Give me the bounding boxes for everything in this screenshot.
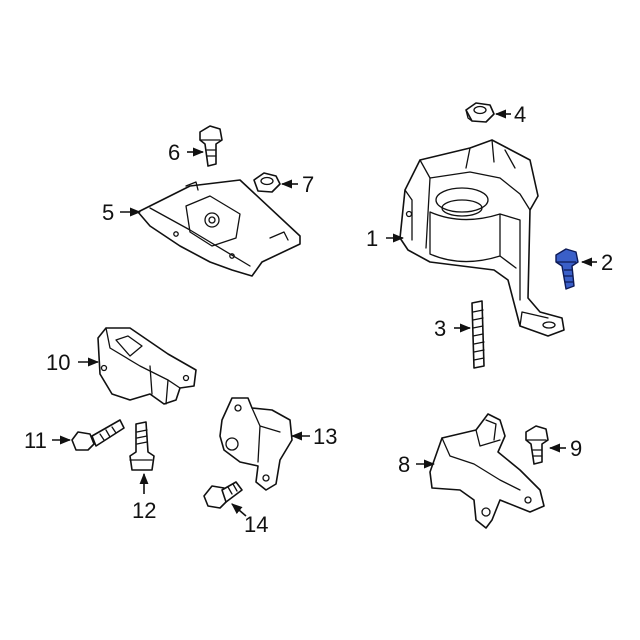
bolt-part-2[interactable] <box>555 248 579 290</box>
callout-5: 5 <box>102 200 114 225</box>
callout-6: 6 <box>168 140 180 165</box>
bolt-part-9 <box>525 425 549 465</box>
callout-14: 14 <box>244 512 268 537</box>
bolt-part-14 <box>203 481 243 509</box>
callout-13: 13 <box>313 424 337 449</box>
callout-7: 7 <box>302 172 314 197</box>
callout-9: 9 <box>570 436 582 461</box>
bolt-part-11 <box>71 419 125 451</box>
nut-part-7 <box>253 172 281 193</box>
bracket-part-13 <box>219 397 293 491</box>
engine-mount-part-1 <box>399 139 565 337</box>
bracket-part-8 <box>429 413 545 529</box>
mount-part-10 <box>97 327 197 405</box>
callout-11: 11 <box>24 428 47 453</box>
callout-12: 12 <box>132 498 156 523</box>
callout-2: 2 <box>601 250 613 275</box>
callout-3: 3 <box>434 316 446 341</box>
bolt-part-12 <box>129 421 155 471</box>
stud-part-3 <box>471 300 485 369</box>
callout-4: 4 <box>514 102 526 127</box>
callout-10: 10 <box>46 350 70 375</box>
bolt-part-6 <box>199 125 223 167</box>
bracket-plate-part-5 <box>137 179 301 277</box>
nut-part-4 <box>465 102 495 123</box>
callout-8: 8 <box>398 452 410 477</box>
callout-1: 1 <box>366 226 378 251</box>
